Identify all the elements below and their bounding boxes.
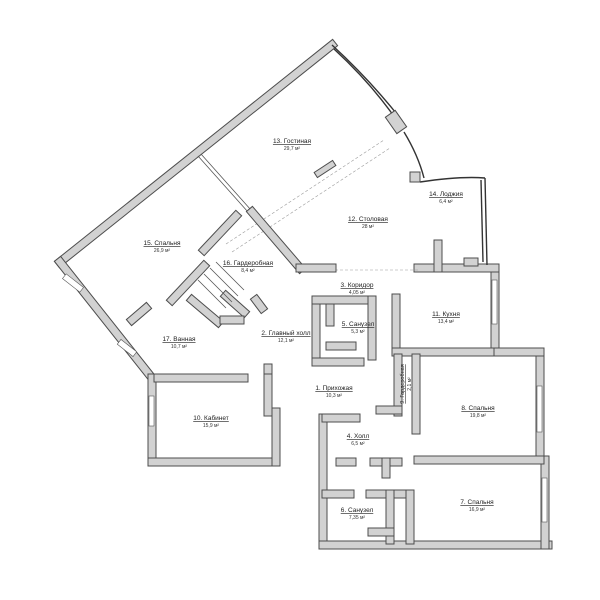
room-label-area: 8,4 м² [241,268,255,274]
room-label-area: 12,1 м² [278,338,295,344]
room-label-name: 11. Кухня [432,311,460,318]
room-label-name: 4. Холл [347,433,370,440]
room-label-area: 6,5 м² [351,441,365,447]
glazed-facade [331,44,488,267]
room-label-name: 15. Спальня [144,240,181,247]
room-label-name: 9. Гардеробная [400,364,406,403]
room-label-area: 7,35 м² [349,515,366,521]
room-label-area: 4,05 м² [349,290,366,296]
room-labels: 13. Гостиная 29,7 м² 14. Лоджия 6,4 м² 1… [144,138,496,521]
windows [62,273,548,523]
room-label-name: 10. Кабинет [193,414,229,422]
room-label-area: 10,3 м² [326,393,343,399]
room-label-area: 6,4 м² [439,199,453,205]
room-label-area: 19,8 м² [470,413,487,419]
room-label-area: 28 м² [362,224,374,230]
room-label-area: 5,3 м² [351,329,365,335]
room-label-name: 13. Гостиная [273,138,312,145]
room-label-area: 13,4 м² [438,319,455,325]
room-label-name: 16. Гардеробная [223,259,274,267]
room-label-name: 14. Лоджия [429,191,463,198]
room-label-name: 17. Ванная [162,336,196,343]
room-label-name: 7. Спальня [460,499,494,506]
interior-walls [125,139,545,545]
room-label-area: 16,9 м² [469,507,486,513]
room-label-area: 2,1 м² [407,377,413,391]
room-label-area: 10,7 м² [171,344,188,350]
room-label-area: 26,9 м² [154,248,171,254]
room-label-name: 1. Прихожая [315,385,353,392]
room-label-name: 3. Коридор [341,282,374,289]
room-label-name: 6. Санузел [341,507,374,514]
room-label-name: 5. Санузел [342,321,375,328]
room-label-name: 8. Спальня [461,405,495,412]
room-label-name: 2. Главный холл [261,329,310,337]
outer-walls [53,38,553,550]
room-label-area: 15,9 м² [203,423,220,429]
room-label-area: 29,7 м² [284,146,301,152]
room-label-name: 12. Столовая [348,216,388,223]
